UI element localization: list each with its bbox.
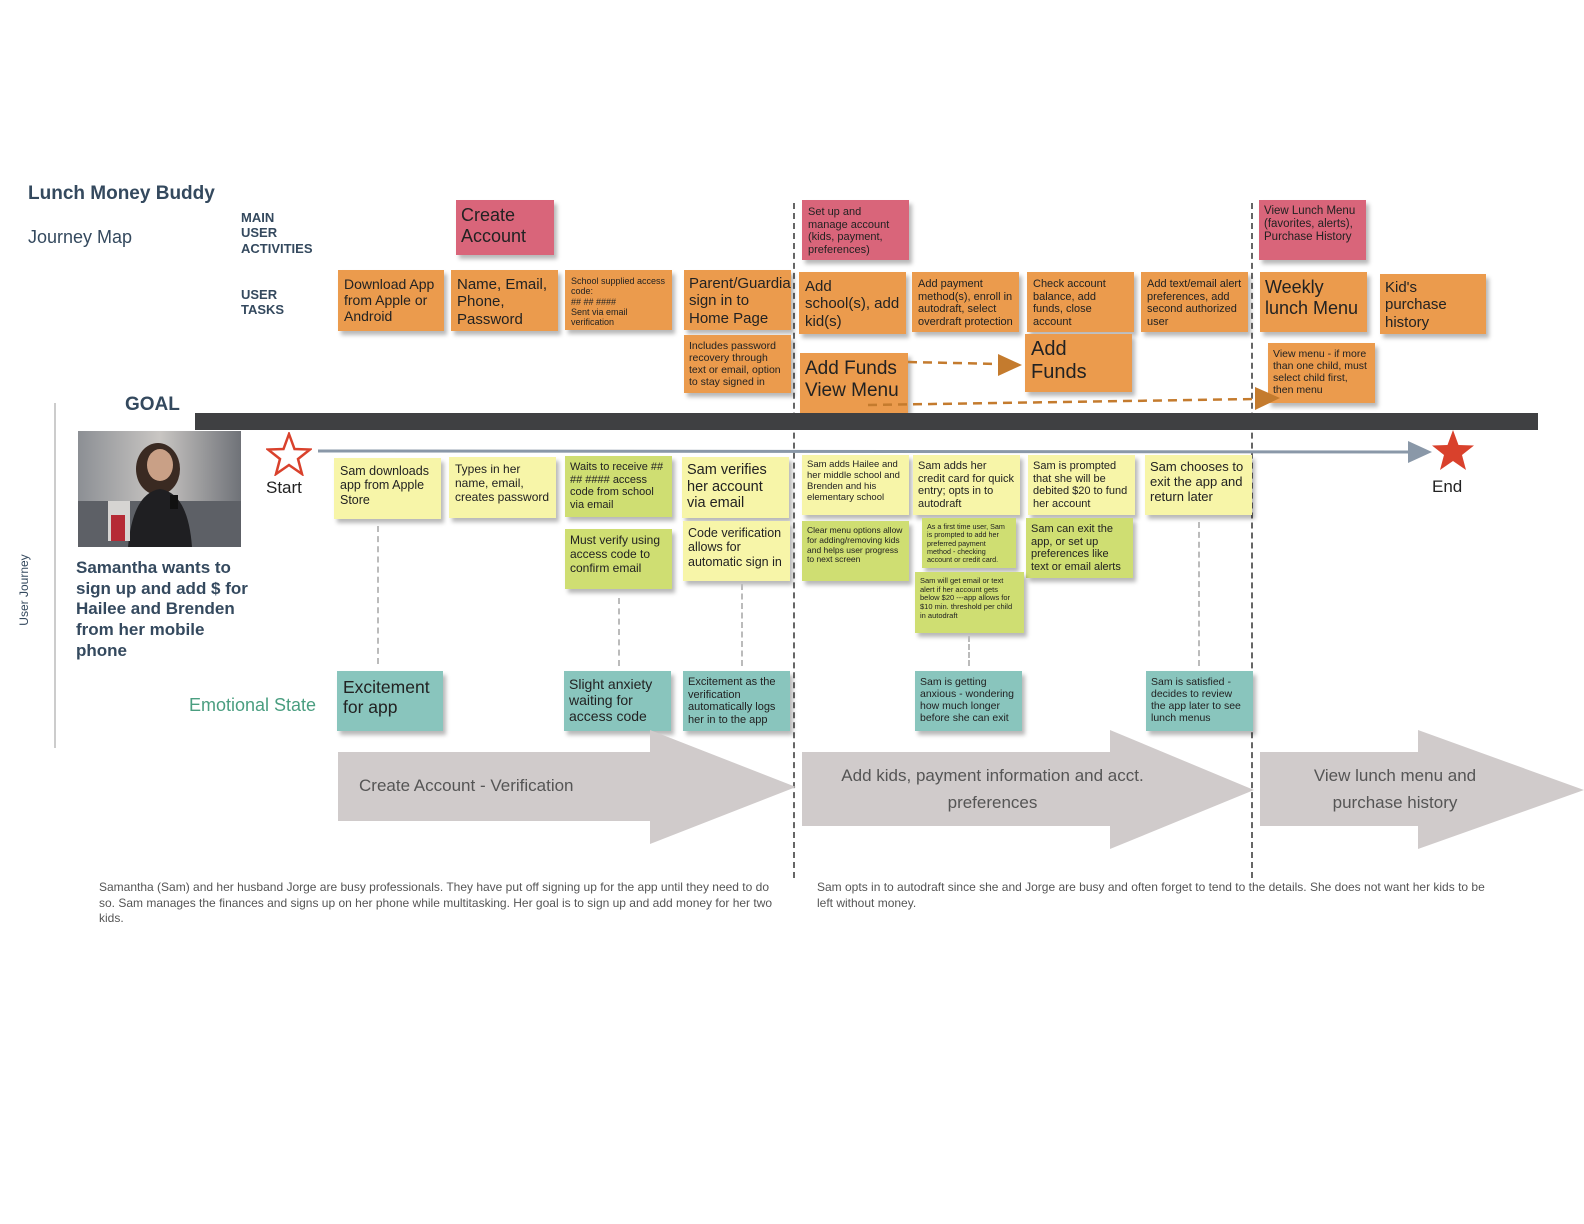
end-star-icon [1432,430,1474,470]
task-add-funds-view-menu: Add Funds View Menu [800,353,908,413]
step-waits: Waits to receive ## ## #### access code … [565,456,672,517]
connector-5 [1198,522,1200,666]
emotional-state-label: Emotional State [189,695,317,715]
step-prompted: Sam is prompted that she will be debited… [1028,455,1135,515]
goal-label: GOAL [125,394,180,415]
journey-vertical-line [54,403,56,748]
step-types-name: Types in her name, email, creates passwo… [449,457,556,518]
task-password-recovery: Includes password recovery through text … [684,335,791,393]
task-check-balance: Check account balance, add funds, close … [1027,272,1134,332]
step-adds-hailee: Sam adds Hailee and her middle school an… [802,455,909,515]
emotion-excitement-verification: Excitement as the verification automatic… [683,671,790,731]
connector-3 [741,584,743,666]
step-code-verification: Code verification allows for automatic s… [683,521,790,581]
connector-4 [968,636,970,666]
activity-create-account: Create Account [456,200,554,255]
phase-divider-2 [1251,203,1253,878]
step-sam-verifies: Sam verifies her account via email [682,457,789,518]
page-title: Lunch Money Buddy [28,183,215,204]
emotion-excitement: Excitement for app [337,671,443,731]
task-add-payment: Add payment method(s), enroll in autodra… [912,272,1019,332]
step-first-time: As a first time user, Sam is prompted to… [922,518,1016,568]
activity-setup-manage: Set up and manage account (kids, payment… [802,200,909,260]
step-must-verify: Must verify using access code to confirm… [565,529,672,589]
step-clear-menu: Clear menu options allow for adding/remo… [802,521,909,581]
task-weekly-menu: Weekly lunch Menu [1260,272,1367,332]
task-view-menu-note: View menu - if more than one child, must… [1268,343,1375,403]
step-adds-card: Sam adds her credit card for quick entry… [913,455,1020,515]
description-right: Sam opts in to autodraft since she and J… [817,880,1485,910]
description-left: Samantha (Sam) and her husband Jorge are… [99,880,773,926]
persona-photo [78,431,241,547]
user-tasks-label: USER TASKS [241,287,285,318]
task-download: Download App from Apple or Android [338,270,444,331]
phase-add-kids: Add kids, payment information and acct. … [841,766,1144,813]
task-parent-signin: Parent/Guardian sign in to Home Page [684,270,791,330]
start-label: Start [266,478,302,497]
step-email-alert: Sam will get email or text alert if her … [915,572,1024,633]
step-can-exit: Sam can exit the app, or set up preferen… [1026,518,1133,578]
task-purchase-history: Kid's purchase history [1380,274,1486,334]
connector-1 [377,526,379,664]
step-chooses-exit: Sam chooses to exit the app and return l… [1145,455,1252,515]
emotion-anxiety: Slight anxiety waiting for access code [564,671,671,731]
persona-caption: Samantha wants to sign up and add $ for … [76,558,248,660]
activity-view-lunch-menu: View Lunch Menu (favorites, alerts), Pur… [1259,200,1366,260]
task-add-alert: Add text/email alert preferences, add se… [1141,272,1248,332]
task-add-funds: Add Funds [1025,334,1132,392]
start-star-icon [266,432,312,476]
goal-bar [195,413,1538,430]
main-user-activities-label: MAIN USER ACTIVITIES [241,210,313,256]
step-sam-downloads: Sam downloads app from Apple Store [334,458,441,519]
phase-create-account: Create Account - Verification [359,776,574,795]
page-subtitle: Journey Map [28,227,133,247]
emotion-anxious: Sam is getting anxious - wondering how m… [915,671,1022,731]
task-name-email: Name, Email, Phone, Password [451,270,558,331]
task-school-code: School supplied access code: ## ## #### … [565,270,672,330]
end-label: End [1432,477,1463,496]
phase-view-menu: View lunch menu and purchase history [1313,766,1477,813]
task-add-school: Add school(s), add kid(s) [799,272,906,334]
phase-divider-1 [793,203,795,878]
emotion-satisfied: Sam is satisfied - decides to review the… [1146,671,1253,731]
connector-2 [618,598,620,666]
